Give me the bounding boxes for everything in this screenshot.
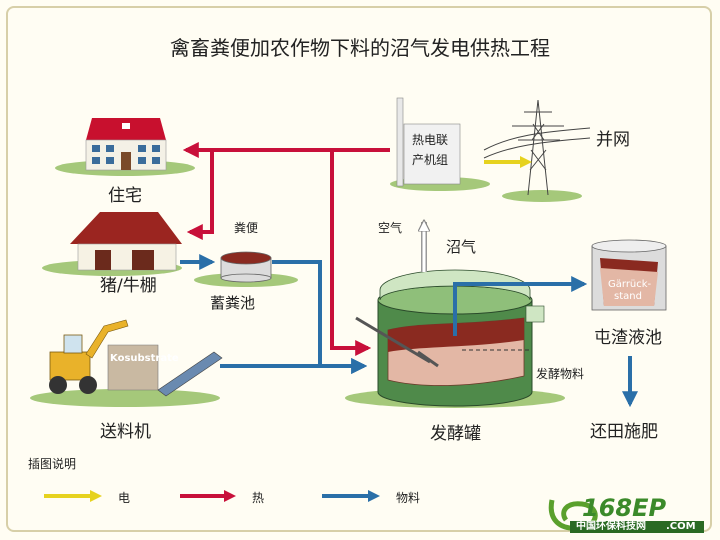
- material-flows: [180, 254, 638, 408]
- chp-label-line1: 热电联: [412, 133, 449, 147]
- biogas-label: 沼气: [446, 238, 477, 256]
- house-label: 住宅: [108, 186, 142, 206]
- diagram-title: 禽畜粪便加农作物下料的沼气发电供热工程: [170, 36, 550, 60]
- electric-flow: [484, 156, 532, 168]
- chp-unit-illustration: [390, 97, 490, 191]
- fertilize-label: 还田施肥: [590, 422, 658, 442]
- barn-illustration: [42, 212, 182, 276]
- air-label: 空气: [378, 221, 403, 235]
- loader-label: 送料机: [100, 422, 151, 442]
- logo-sub: 中国环保科技网: [576, 521, 646, 532]
- manure-tank-illustration: [194, 251, 298, 287]
- loader-illustration: [30, 319, 223, 407]
- residue-tank-illustration: [591, 239, 667, 311]
- logo-com: .COM: [666, 521, 696, 532]
- residue-label: 屯渣液池: [594, 328, 662, 348]
- ferment-label: 发酵物料: [536, 367, 585, 381]
- legend-material: 物料: [396, 491, 421, 505]
- garr-label-line1: Gärrück-: [608, 279, 652, 290]
- logo-main: 168EP: [582, 494, 667, 522]
- kosubstrate-label: Kosubstrate: [110, 353, 179, 364]
- digester-label: 发酵罐: [430, 424, 481, 444]
- manure-label: 粪便: [234, 221, 259, 235]
- heat-flows: [182, 142, 390, 356]
- legend-heat: 热: [252, 491, 265, 505]
- grid-label: 并网: [596, 130, 630, 150]
- site-logo: [548, 499, 704, 533]
- tank-label: 蓄粪池: [210, 294, 256, 312]
- barn-label: 猪/牛棚: [100, 276, 157, 296]
- legend-electric: 电: [118, 491, 131, 505]
- digester-illustration: [345, 269, 565, 408]
- legend-arrows: [44, 490, 380, 502]
- legend-title: 插图说明: [28, 457, 77, 471]
- chp-label-line2: 产机组: [412, 153, 449, 167]
- house-illustration: [55, 118, 195, 176]
- page-frame: [6, 6, 712, 532]
- garr-label-line2: stand: [614, 291, 642, 302]
- pylon-illustration: [483, 99, 591, 202]
